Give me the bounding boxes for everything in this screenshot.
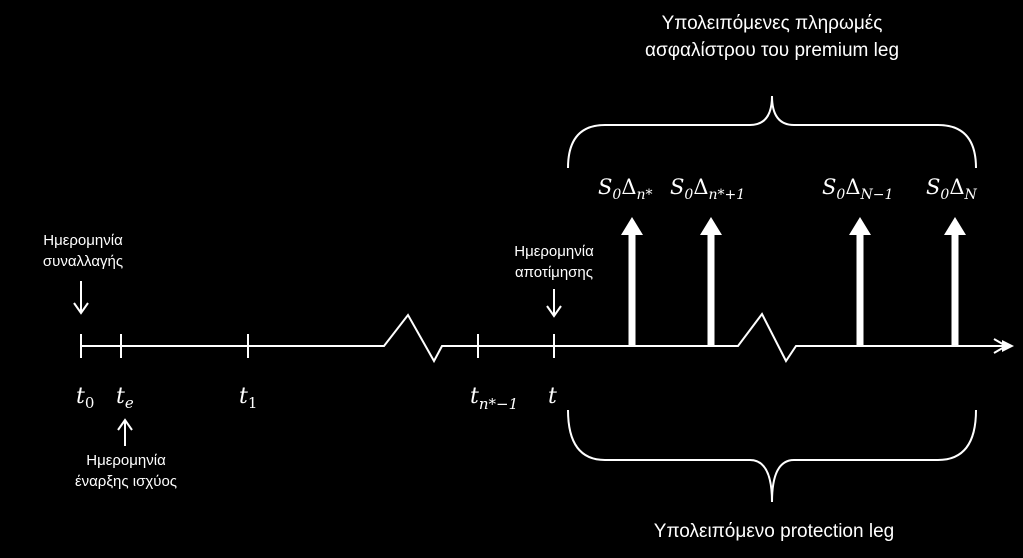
payment-label-n-star-plus-1: S0Δn*+1	[670, 175, 745, 203]
tick-label-tn-star-minus-1: tn*−1	[470, 384, 518, 413]
trade-date-arrow-icon	[73, 281, 89, 315]
tick-label-t: t	[548, 384, 557, 409]
remaining-premium-label-line1: Υπολειπόμενες πληρωμές	[662, 13, 883, 34]
valuation-date-arrow-icon	[546, 289, 562, 318]
premium-leg-brace	[567, 95, 977, 169]
payment-label-N-minus-1: S0ΔN−1	[822, 175, 893, 203]
payment-arrow-n-star-plus-1	[700, 217, 722, 346]
remaining-premium-label-line2: ασφαλίστρου του premium leg	[645, 40, 899, 61]
trade-date-label-line1: Ημερομηνία	[43, 232, 123, 249]
remaining-protection-leg-label: Υπολειπόμενο protection leg	[654, 521, 894, 542]
timeline-axis	[80, 312, 1014, 364]
tick-label-te: te	[116, 384, 134, 412]
tick-label-t0: t0	[76, 384, 94, 412]
effective-date-label-line2: έναρξης ισχύος	[75, 473, 177, 490]
effective-date-arrow-icon	[117, 418, 133, 446]
valuation-date-label-line1: Ημερομηνία	[514, 243, 594, 260]
valuation-date-label-line2: αποτίμησης	[515, 264, 593, 281]
protection-leg-brace	[567, 409, 977, 503]
payment-arrow-N	[944, 217, 966, 346]
payment-arrow-N-minus-1	[849, 217, 871, 346]
payment-label-n-star: S0Δn*	[598, 175, 653, 203]
trade-date-label-line2: συναλλαγής	[43, 253, 123, 270]
payment-arrow-n-star	[621, 217, 643, 346]
payment-label-N: S0ΔN	[926, 175, 977, 203]
tick-label-t1: t1	[239, 384, 257, 412]
effective-date-label-line1: Ημερομηνία	[86, 452, 166, 469]
